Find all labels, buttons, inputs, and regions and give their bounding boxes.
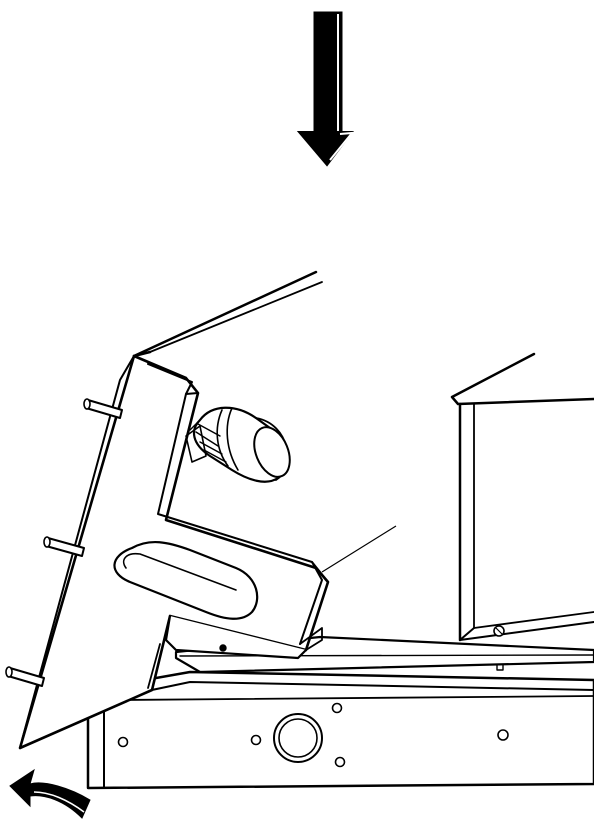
pin <box>83 398 123 419</box>
rail-hole <box>497 729 509 741</box>
adjustment-slot <box>113 541 259 620</box>
enclosure-screw <box>493 625 505 637</box>
arrow-down-icon <box>296 11 355 167</box>
curved-arrow-icon <box>9 768 91 819</box>
pin <box>43 536 85 557</box>
rail-hole <box>331 702 343 714</box>
leader-line <box>321 525 397 573</box>
pin <box>5 666 45 687</box>
rail-large-hole <box>273 713 323 763</box>
knob-icon <box>185 406 291 483</box>
base-rail <box>86 635 594 790</box>
tilted-panel <box>132 270 323 358</box>
rail-hole <box>250 734 262 746</box>
foot-screw <box>219 644 227 652</box>
enclosure-box <box>450 352 594 642</box>
rail-hole <box>334 756 346 768</box>
tilting-bracket <box>18 354 330 750</box>
rail-hole <box>117 736 129 748</box>
